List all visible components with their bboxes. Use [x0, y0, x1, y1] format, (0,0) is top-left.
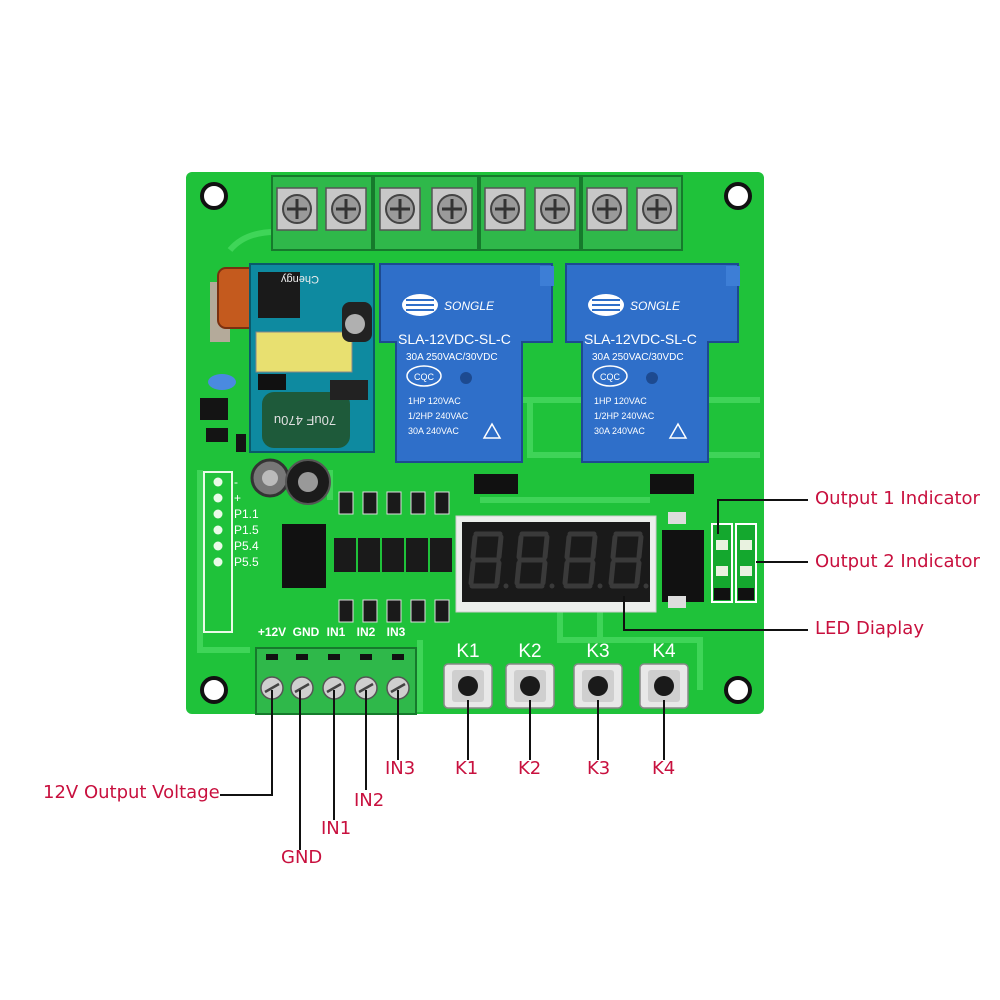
relay-brand: SONGLE [444, 299, 495, 313]
programming-header: - + P1.1P1.5P5.4P5.5 [203, 471, 259, 633]
input-optocouplers [282, 491, 452, 623]
callout-k3: K3 [587, 758, 611, 779]
top-terminal-blocks [271, 175, 683, 251]
relay-driver-ics [474, 474, 694, 494]
seven-segment-digit [608, 531, 649, 589]
header-pin [213, 493, 223, 503]
header-pin-label: - [234, 475, 238, 489]
electrolytic-capacitors [250, 458, 331, 505]
mounting-holes [200, 182, 752, 704]
callout-output2-indicator: Output 2 Indicator [815, 551, 980, 572]
terminal-screw[interactable] [534, 187, 576, 231]
relay-spec: 30A 240VAC [408, 426, 459, 436]
header-pin-label: + [234, 491, 241, 505]
relay-spec: 1/2HP 240VAC [594, 411, 655, 421]
callout-k1: K1 [455, 758, 479, 779]
terminal-screw[interactable] [586, 187, 628, 231]
callout-in3: IN3 [385, 758, 416, 779]
terminal-screw[interactable] [431, 187, 473, 231]
seven-segment-digit [562, 531, 603, 589]
input-silk-label: +12V [258, 625, 286, 639]
callout-led-display: LED Diaplay [815, 618, 924, 639]
header-pin [213, 557, 223, 567]
callout-k4: K4 [652, 758, 676, 779]
songle-logo-icon [588, 294, 624, 316]
small-components-left [200, 398, 246, 452]
header-pin-label: P5.4 [234, 539, 259, 553]
relay-spec: 30A 240VAC [594, 426, 645, 436]
seven-segment-digit [468, 531, 509, 589]
input-terminal-screw[interactable] [260, 654, 284, 700]
certification-icon [482, 422, 502, 439]
button-silk-label: K3 [586, 641, 609, 662]
header-pin-label: P5.5 [234, 555, 259, 569]
seven-segment-digit [514, 531, 555, 589]
relay-spec: 1/2HP 240VAC [408, 411, 469, 421]
header-pin-label: P1.5 [234, 523, 259, 537]
input-terminal-block [255, 647, 417, 715]
header-pin [213, 509, 223, 519]
input-silk-label: IN2 [357, 625, 376, 639]
terminal-screw[interactable] [325, 187, 367, 231]
relay-spec: 30A 250VAC/30VDC [592, 352, 684, 363]
display-driver-ic [662, 512, 704, 608]
header-pin [213, 541, 223, 551]
input-terminal-screw[interactable] [290, 654, 314, 700]
relay-spec: 1HP 120VAC [408, 396, 461, 406]
input-silk-label: IN1 [327, 625, 346, 639]
button-silk-label: K1 [456, 641, 479, 662]
terminal-screw[interactable] [484, 187, 526, 231]
button-silk-label: K4 [652, 641, 676, 662]
relay-cqc-mark: CQC [414, 372, 435, 382]
callout-in2: IN2 [354, 790, 385, 811]
relay-cqc-mark: CQC [600, 372, 621, 382]
relay-spec: 1HP 120VAC [594, 396, 647, 406]
led-display [455, 515, 657, 613]
input-terminal-screw[interactable] [386, 654, 410, 700]
push-button-k2[interactable] [505, 663, 555, 709]
songle-logo-icon [402, 294, 438, 316]
relay-brand: SONGLE [630, 299, 681, 313]
relay-model: SLA-12VDC-SL-C [584, 331, 697, 347]
callout-gnd: GND [281, 847, 323, 868]
callout-k2: K2 [518, 758, 542, 779]
callout-lines [220, 499, 808, 850]
input-silk-label: IN3 [387, 625, 406, 639]
relay-2: SONGLE SLA-12VDC-SL-C 30A 250VAC/30VDC CQC 1… [565, 263, 740, 463]
callout-in1: IN1 [321, 818, 352, 839]
certification-icon [668, 422, 688, 439]
power-module-brand: Chengy [281, 273, 319, 285]
header-pin-label: P1.1 [234, 507, 259, 521]
header-pin [213, 525, 223, 535]
push-button-k4[interactable] [639, 663, 689, 709]
terminal-screw[interactable] [636, 187, 678, 231]
header-pin [213, 477, 223, 487]
power-module: Chengy 70uF 470u [249, 263, 375, 453]
push-button-k1[interactable] [443, 663, 493, 709]
terminal-screw[interactable] [379, 187, 421, 231]
callout-12v-output-voltage: 12V Output Voltage [43, 782, 220, 803]
capacitor-marking: 70uF 470u [274, 413, 336, 428]
relay-spec: 30A 250VAC/30VDC [406, 352, 498, 363]
blue-capacitor [208, 374, 236, 390]
push-button-k3[interactable] [573, 663, 623, 709]
input-terminal-screw[interactable] [354, 654, 378, 700]
callout-output1-indicator: Output 1 Indicator [815, 488, 980, 509]
relay-1: SONGLE SLA-12VDC-SL-C 30A 250VAC/30VDC CQC 1… [379, 263, 554, 463]
button-silk-label: K2 [518, 641, 541, 662]
relay-model: SLA-12VDC-SL-C [398, 331, 511, 347]
input-silk-label: GND [293, 625, 320, 639]
terminal-screw[interactable] [276, 187, 318, 231]
